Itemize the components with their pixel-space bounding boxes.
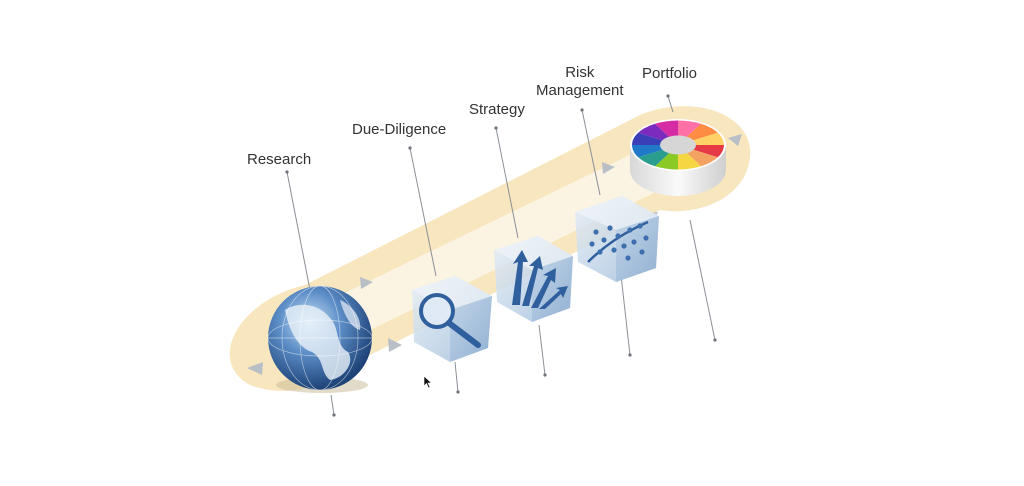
leader-dots xyxy=(285,94,717,417)
magnifier-icon xyxy=(412,276,492,362)
step-label-strategy: Strategy xyxy=(469,101,525,118)
globe-icon xyxy=(267,285,373,393)
mouse-cursor-icon xyxy=(423,375,433,389)
step-label-research: Research xyxy=(247,151,312,168)
step-label-risk-management: Risk Management xyxy=(536,64,624,100)
leader-lines xyxy=(286,95,716,416)
step-label-due-diligence: Due-Diligence xyxy=(352,121,447,138)
arrows-icon xyxy=(494,236,573,322)
step-label-risk-management-text: Risk Management xyxy=(536,64,624,99)
step-label-portfolio: Portfolio xyxy=(642,65,698,82)
color-wheel-icon xyxy=(630,119,726,196)
scatter-icon xyxy=(575,196,659,282)
